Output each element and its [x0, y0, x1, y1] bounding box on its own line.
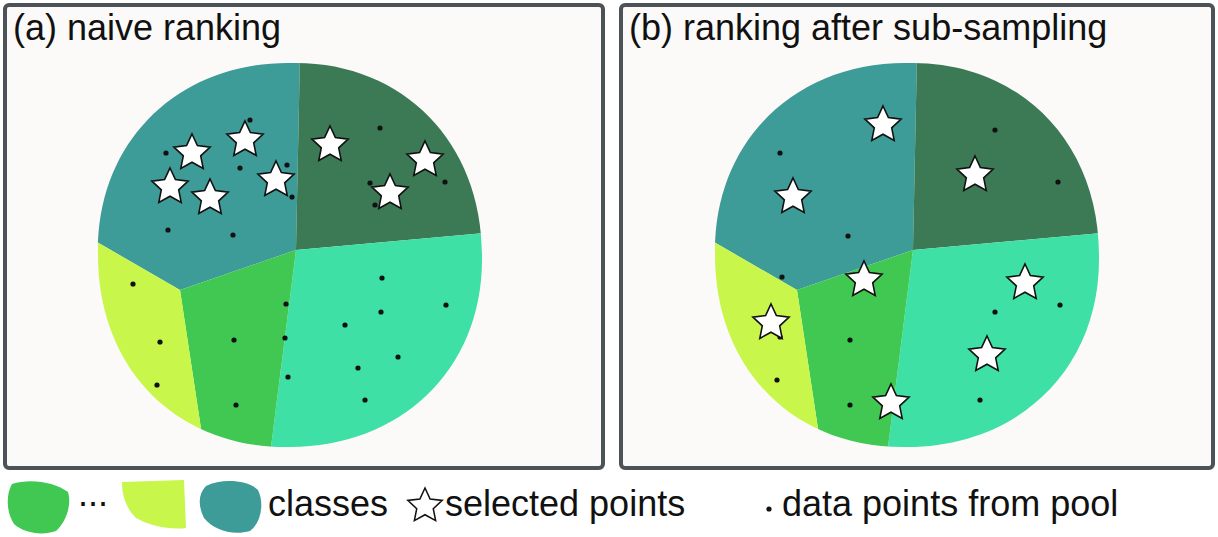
class-swatch: [122, 480, 186, 529]
pool-point: [774, 377, 779, 382]
selected-point: [846, 261, 882, 295]
panel-title: (b) ranking after sub-sampling: [629, 7, 1107, 48]
pool-point: [372, 202, 377, 207]
pool-point: [289, 194, 294, 199]
pool-point: [379, 275, 384, 280]
pool-point: [395, 354, 400, 359]
legend-text: data points from pool: [782, 483, 1118, 524]
selected-point: [1007, 264, 1043, 298]
pool-point: [165, 227, 170, 232]
pool-point: [847, 337, 852, 342]
selected-point: [957, 156, 993, 190]
pool-point: [1055, 179, 1060, 184]
selected-point: [407, 141, 443, 175]
pool-point: [163, 150, 168, 155]
pool-point: [284, 162, 289, 167]
pool-point: [233, 402, 238, 407]
selected-point: [969, 336, 1005, 370]
selected-point: [865, 106, 901, 140]
dot-sample: [766, 506, 771, 511]
selected-point: [312, 126, 348, 160]
pool-point: [283, 301, 288, 306]
pool-point: [342, 322, 347, 327]
panel: (a) naive ranking: [3, 3, 605, 470]
selected-point: [873, 384, 909, 418]
pool-point: [977, 397, 982, 402]
pool-point: [378, 309, 383, 314]
pool-point: [992, 309, 997, 314]
selected-point: [192, 179, 228, 213]
selected-point: [174, 134, 210, 168]
ellipsis-label: ...: [78, 473, 108, 514]
class-regions: [90, 55, 495, 455]
pool-point: [154, 382, 159, 387]
pool-point: [443, 302, 448, 307]
star-sample: [408, 488, 442, 521]
legend-text: selected points: [445, 483, 685, 524]
selected-point: [753, 304, 789, 338]
class-swatch: [200, 481, 262, 533]
legend-text: classes: [268, 483, 388, 524]
pool-point: [230, 232, 235, 237]
pool-point: [362, 397, 367, 402]
selected-point: [775, 178, 811, 212]
pool-point: [847, 402, 852, 407]
selected-point: [258, 161, 294, 195]
pool-point: [285, 374, 290, 379]
panel: (b) ranking after sub-sampling: [619, 3, 1215, 470]
pool-point: [442, 179, 447, 184]
pool-point: [355, 365, 360, 370]
panel-ground: [621, 5, 1213, 468]
pool-point: [779, 274, 784, 279]
class-regions: [707, 55, 1112, 455]
selected-point: [152, 168, 188, 202]
pool-point: [237, 165, 242, 170]
pool-point: [845, 233, 850, 238]
pool-point: [231, 337, 236, 342]
pool-point: [282, 335, 287, 340]
panel-title: (a) naive ranking: [13, 7, 281, 48]
pool-point: [247, 117, 252, 122]
pool-point: [1057, 302, 1062, 307]
pool-point: [157, 339, 162, 344]
panel-ground: [5, 5, 603, 468]
pool-point: [777, 150, 782, 155]
selected-point: [372, 174, 408, 208]
class-swatch: [8, 481, 70, 533]
pool-point: [992, 127, 997, 132]
pool-point: [367, 180, 372, 185]
points: [130, 106, 1062, 418]
pool-point: [377, 125, 382, 130]
pool-point: [130, 281, 135, 286]
selected-point: [227, 121, 263, 155]
